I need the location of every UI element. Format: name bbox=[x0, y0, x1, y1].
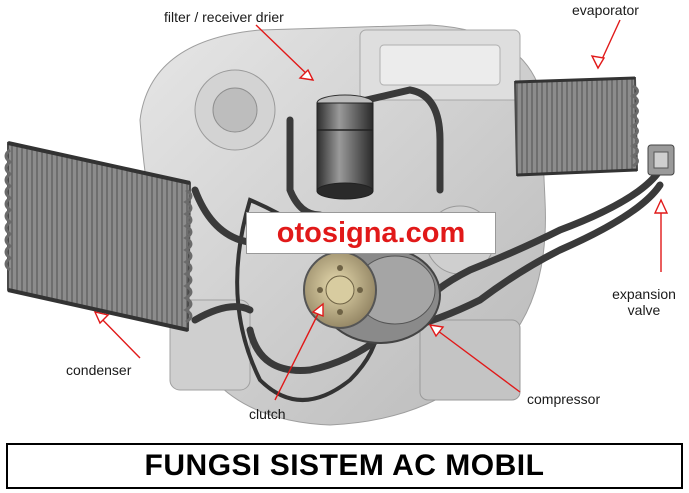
compressor-unit bbox=[303, 246, 441, 344]
receiver-drier-unit bbox=[316, 94, 374, 200]
label-expansion-line1: expansion bbox=[612, 286, 676, 302]
banner-title: FUNGSI SISTEM AC MOBIL bbox=[144, 449, 545, 482]
label-evaporator: evaporator bbox=[572, 2, 639, 18]
expansion-valve-unit bbox=[647, 144, 675, 176]
label-condenser: condenser bbox=[66, 362, 132, 378]
arrow-expansion-valve bbox=[653, 198, 669, 272]
label-expansion-valve: expansion valve bbox=[605, 286, 683, 318]
label-compressor: compressor bbox=[527, 391, 601, 407]
evaporator-unit bbox=[513, 76, 639, 177]
callout-arrows bbox=[93, 19, 669, 401]
label-clutch: clutch bbox=[249, 406, 286, 422]
arrow-clutch bbox=[274, 302, 324, 401]
label-expansion-line2: valve bbox=[627, 302, 661, 318]
title-banner: FUNGSI SISTEM AC MOBIL bbox=[6, 443, 683, 489]
arrow-condenser bbox=[93, 310, 141, 359]
arrow-compressor bbox=[428, 324, 521, 393]
arrow-evaporator bbox=[590, 19, 621, 70]
watermark-text: otosigna.com bbox=[246, 212, 496, 254]
label-filter-drier: filter / receiver drier bbox=[164, 9, 284, 25]
arrow-filter-drier bbox=[255, 24, 315, 81]
condenser-unit bbox=[4, 141, 193, 332]
